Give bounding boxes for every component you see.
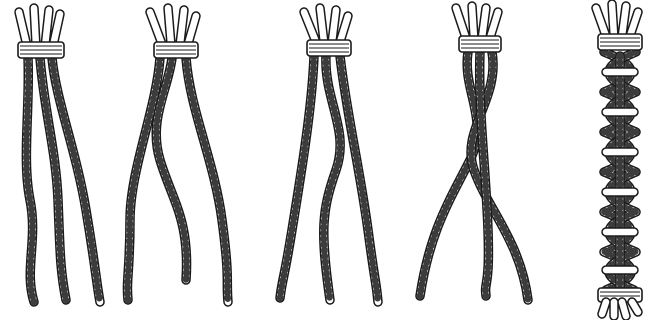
braided-rope: [604, 52, 636, 290]
rope-strand: [156, 58, 186, 280]
rope-strand: [186, 58, 228, 302]
strand-tips: [150, 8, 196, 44]
rope-strand: [420, 52, 477, 296]
strand-tips: [304, 8, 348, 42]
braid-stage-2: [127, 8, 228, 302]
strand-tips: [19, 8, 60, 46]
strand-ends: [602, 302, 638, 316]
rope-strand: [26, 58, 34, 302]
braid-stage-1: [18, 8, 100, 302]
rope-binding: [18, 42, 64, 58]
rope-binding: [598, 34, 642, 50]
braid-stage-4: [420, 6, 528, 300]
strand-tips: [596, 4, 638, 36]
rope-binding: [307, 40, 351, 56]
rope-strand: [324, 56, 340, 300]
rope-strand: [127, 58, 160, 300]
rope-binding: [154, 42, 198, 58]
rope-strand: [340, 56, 378, 302]
rope-strand: [280, 56, 314, 298]
braid-stage-3: [280, 8, 378, 302]
braid-stage-5: [596, 4, 642, 316]
strand-tips: [456, 6, 498, 38]
rope-binding: [459, 36, 501, 52]
